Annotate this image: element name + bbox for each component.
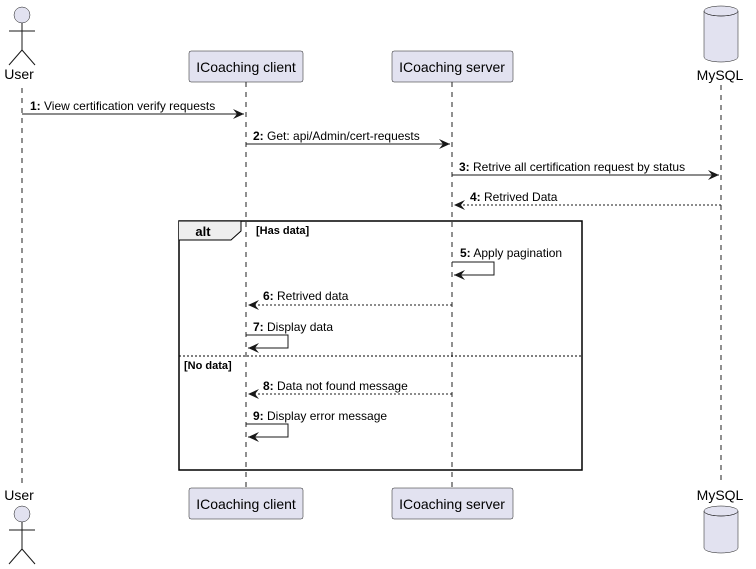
client-box-top xyxy=(188,50,304,83)
message-label-5: 5: Apply pagination xyxy=(460,246,562,260)
message-arrow-5 xyxy=(452,261,495,280)
alt-condition-no-data: [No data] xyxy=(184,360,232,372)
alt-frame xyxy=(178,220,583,471)
message-arrow-7 xyxy=(246,334,289,353)
db-label-bottom: MySQL xyxy=(697,487,744,503)
server-label-bottom: ICoaching server xyxy=(399,496,505,512)
client-label-top: ICoaching client xyxy=(196,59,296,75)
message-label-7: 7: Display data xyxy=(253,320,333,334)
message-label-4: 4: Retrived Data xyxy=(470,190,558,204)
message-label-8: 8: Data not found message xyxy=(263,379,408,393)
message-label-2: 2: Get: api/Admin/cert-requests xyxy=(253,129,420,143)
user-label-top: User xyxy=(4,66,34,82)
message-label-6: 6: Retrived data xyxy=(263,289,349,303)
user-actor-icon xyxy=(8,6,36,66)
alt-condition-has-data: [Has data] xyxy=(256,225,310,237)
alt-tab xyxy=(179,220,242,241)
alt-label: alt xyxy=(195,224,211,239)
server-box-top xyxy=(391,50,514,83)
message-label-1: 1: View certification verify requests xyxy=(30,99,215,113)
client-box-bottom xyxy=(188,487,304,520)
server-box-bottom xyxy=(391,487,514,520)
user-actor-icon-bottom xyxy=(8,505,36,565)
message-arrow-9 xyxy=(246,423,289,442)
message-label-3: 3: Retrive all certification request by … xyxy=(459,160,685,174)
message-label-9: 9: Display error message xyxy=(253,409,387,423)
client-label-bottom: ICoaching client xyxy=(196,496,296,512)
database-icon-bottom xyxy=(703,505,739,554)
server-label-top: ICoaching server xyxy=(399,59,505,75)
database-icon-top xyxy=(703,5,739,63)
user-label-bottom: User xyxy=(4,487,34,503)
db-label-top: MySQL xyxy=(697,67,744,83)
